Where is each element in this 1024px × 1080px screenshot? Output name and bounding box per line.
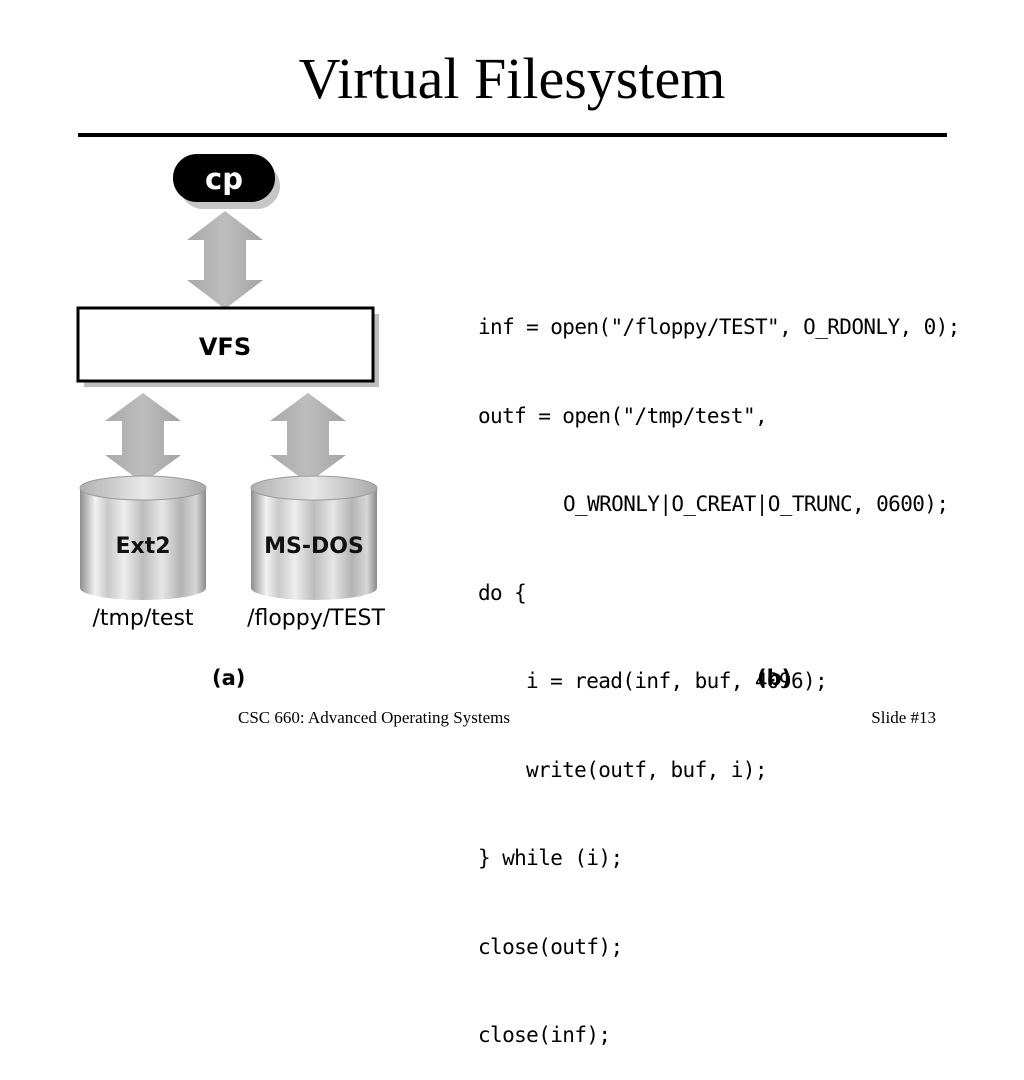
code-line: O_WRONLY|O_CREAT|O_TRUNC, 0600);	[563, 492, 949, 516]
ext2-path-label: /tmp/test	[92, 606, 193, 631]
code-line: close(outf);	[478, 934, 623, 959]
cp-process-node: cp	[173, 154, 280, 209]
vfs-msdos-arrow	[270, 393, 346, 483]
msdos-path-label: /floppy/TEST	[247, 606, 385, 631]
title-divider	[78, 133, 947, 137]
cp-label: cp	[205, 162, 243, 196]
code-line: write(outf, buf, i);	[526, 757, 767, 782]
vfs-diagram: cp VFS Ext2 MS-DOS /tmp/test /floppy/TES…	[76, 154, 385, 631]
copy-code-listing: inf = open("/floppy/TEST", O_RDONLY, 0);…	[478, 254, 960, 1080]
code-line: inf = open("/floppy/TEST", O_RDONLY, 0);	[478, 315, 960, 339]
diagram-caption-a: (a)	[212, 666, 246, 690]
vfs-box: VFS	[76, 306, 379, 387]
cp-vfs-arrow	[187, 211, 263, 309]
code-line: do {	[478, 580, 527, 605]
footer-course-name: CSC 660: Advanced Operating Systems	[238, 708, 510, 727]
code-line: close(inf);	[478, 1023, 611, 1047]
code-line: outf = open("/tmp/test",	[478, 403, 768, 428]
msdos-filesystem-cylinder: MS-DOS	[250, 475, 378, 600]
ext2-label: Ext2	[115, 534, 170, 559]
code-line: i = read(inf, buf, 4096);	[526, 669, 828, 693]
msdos-label: MS-DOS	[264, 534, 364, 559]
code-caption-b: (b)	[757, 666, 792, 690]
code-line: } while (i);	[478, 846, 623, 870]
vfs-label: VFS	[199, 333, 251, 361]
ext2-filesystem-cylinder: Ext2	[79, 475, 207, 600]
slide-title: Virtual Filesystem	[298, 46, 726, 111]
footer-slide-number: Slide #13	[871, 708, 936, 727]
vfs-ext2-arrow	[105, 393, 181, 483]
